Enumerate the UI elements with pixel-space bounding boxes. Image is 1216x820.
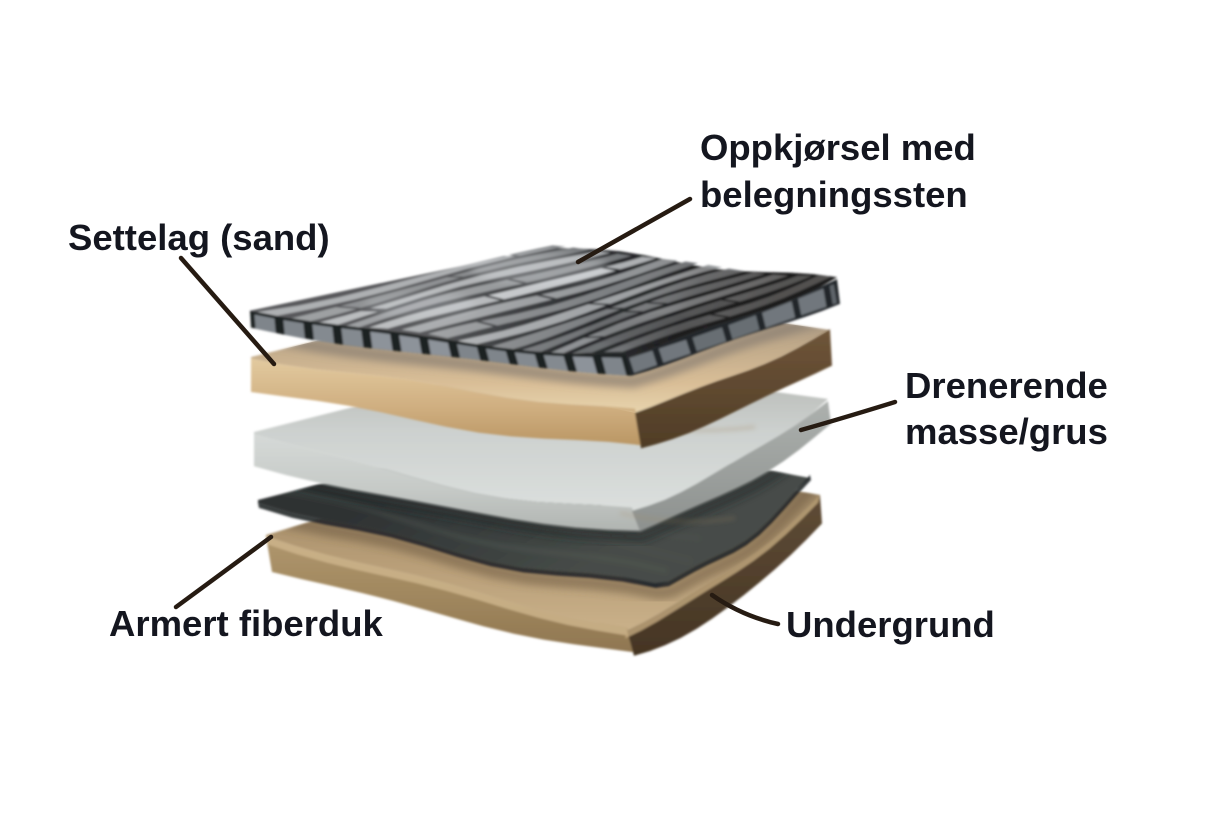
svg-text:belegningssten: belegningssten — [700, 174, 968, 215]
svg-text:masse/grus: masse/grus — [905, 411, 1108, 452]
svg-text:Armert fiberduk: Armert fiberduk — [109, 603, 384, 644]
svg-text:Settelag (sand): Settelag (sand) — [68, 217, 330, 258]
svg-text:Undergrund: Undergrund — [786, 604, 995, 645]
svg-text:Oppkjørsel med: Oppkjørsel med — [700, 127, 976, 168]
svg-text:Drenerende: Drenerende — [905, 365, 1108, 406]
